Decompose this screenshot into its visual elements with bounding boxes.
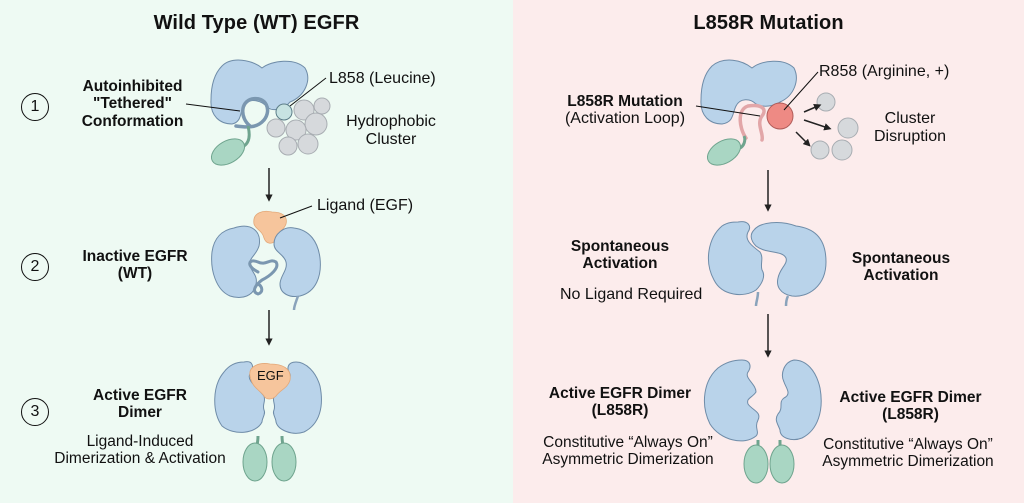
l858r-title: L858R Mutation — [693, 12, 844, 34]
step-1-badge: 1 — [21, 93, 49, 121]
step-1-title-line: "Tethered" — [92, 95, 172, 113]
mutation-title: L858R Mutation — [567, 93, 683, 110]
l858-label: L858 (Leucine) — [329, 70, 436, 87]
hydrophobic-cluster-line: Hydrophobic — [346, 113, 436, 130]
active-dimer-right-title: Active EGFR Dimer (L858R) — [828, 389, 993, 424]
active-dimer-left-line: (L858R) — [591, 402, 649, 420]
active-dimer-left-sub-line: Asymmetric Dimerization — [542, 451, 714, 469]
step-2-title-line: Inactive EGFR — [82, 248, 188, 265]
cluster-disruption-line: Cluster — [884, 110, 936, 127]
active-dimer-right-sub-line: Asymmetric Dimerization — [822, 453, 994, 471]
step-3-badge: 3 — [21, 398, 49, 426]
spontaneous-right-line: Spontaneous — [851, 250, 951, 267]
active-dimer-right-sub-line: Constitutive “Always On” — [823, 436, 993, 453]
active-dimer-left-title: Active EGFR Dimer (L858R) — [540, 385, 700, 420]
spontaneous-left-title: Spontaneous Activation — [570, 238, 670, 273]
step-2-title: Inactive EGFR (WT) — [70, 248, 200, 283]
hydrophobic-cluster-label: Hydrophobic Cluster — [336, 113, 446, 149]
step-3-subtitle: Ligand-Induced Dimerization & Activation — [40, 433, 240, 468]
ligand-label: Ligand (EGF) — [317, 197, 414, 214]
step-3-title: Active EGFR Dimer — [80, 387, 200, 422]
active-dimer-left-line: Active EGFR Dimer — [548, 385, 692, 402]
no-ligand-label: No Ligand Required — [560, 286, 703, 303]
spontaneous-right-title: Spontaneous Activation — [846, 250, 956, 285]
step-3-subtitle-line: Dimerization & Activation — [54, 450, 226, 468]
r858-label: R858 (Arginine, +) — [819, 63, 950, 80]
step-3-subtitle-line: Ligand-Induced — [86, 433, 194, 450]
cluster-disruption-line: Disruption — [873, 127, 947, 145]
spontaneous-left-line: Activation — [582, 255, 658, 273]
active-dimer-left-sub-line: Constitutive “Always On” — [543, 434, 713, 451]
hydrophobic-cluster-line: Cluster — [365, 130, 417, 148]
spontaneous-right-line: Activation — [863, 267, 939, 285]
step-1-title-line: Autoinhibited — [82, 78, 183, 95]
step-3-title-line: Dimer — [118, 404, 162, 422]
step-2-badge: 2 — [21, 253, 49, 281]
active-dimer-right-line: Active EGFR Dimer — [839, 389, 982, 406]
active-dimer-right-subtitle: Constitutive “Always On” Asymmetric Dime… — [808, 436, 1008, 471]
spontaneous-left-line: Spontaneous — [570, 238, 670, 255]
mutation-subtitle: (Activation Loop) — [564, 110, 686, 128]
step-1-title: Autoinhibited "Tethered" Conformation — [70, 78, 195, 130]
active-dimer-right-line: (L858R) — [882, 406, 939, 424]
active-dimer-left-subtitle: Constitutive “Always On” Asymmetric Dime… — [528, 434, 728, 469]
wild-type-title: Wild Type (WT) EGFR — [153, 12, 360, 34]
step-2-title-line: (WT) — [117, 265, 153, 283]
egf-bound-label: EGF — [257, 368, 284, 383]
cluster-disruption-label: Cluster Disruption — [860, 110, 960, 146]
step-3-title-line: Active EGFR — [93, 387, 187, 404]
step-1-title-line: Conformation — [81, 112, 184, 130]
mutation-label: L858R Mutation (Activation Loop) — [555, 93, 695, 128]
